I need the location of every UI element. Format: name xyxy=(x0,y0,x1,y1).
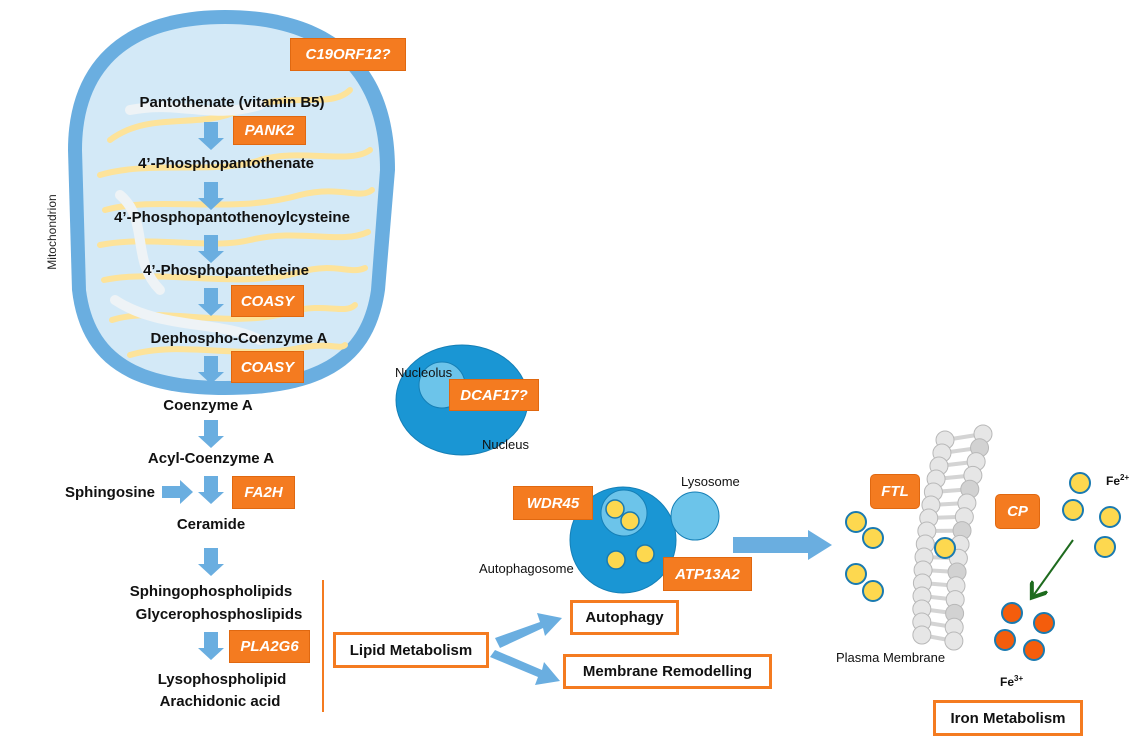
fe2-ion xyxy=(845,563,867,585)
gene-coasy-2: COASY xyxy=(231,351,304,383)
down-arrow xyxy=(198,122,224,150)
down-arrow xyxy=(198,182,224,210)
down-arrow xyxy=(198,356,224,384)
gene-wdr45: WDR45 xyxy=(513,486,593,520)
mitochondrion xyxy=(68,10,395,395)
gene-pla2g6: PLA2G6 xyxy=(229,630,310,663)
fe2-ion xyxy=(1094,536,1116,558)
fe3-ions xyxy=(994,602,1055,661)
gene-dcaf17: DCAF17? xyxy=(449,379,539,411)
lipid-to-membrane-arrow xyxy=(490,650,560,685)
lysosome-label: Lysosome xyxy=(681,474,740,489)
autophagosome-label: Autophagosome xyxy=(479,561,574,576)
fe3-ion xyxy=(1033,612,1055,634)
down-arrow xyxy=(198,476,224,504)
metabolite-phosphopantothenoylcysteine: 4’-Phosphopantothenoylcysteine xyxy=(114,209,350,226)
down-arrow xyxy=(198,288,224,316)
fe3-ion xyxy=(1023,639,1045,661)
metabolite-arachidonic-acid: Arachidonic acid xyxy=(159,693,281,710)
metabolite-phosphopantothenate: 4’-Phosphopantothenate xyxy=(138,155,314,172)
oxidation-arrow xyxy=(1033,539,1074,596)
metabolite-ceramide: Ceramide xyxy=(176,516,246,533)
fe3-label: Fe3+ xyxy=(1000,674,1024,689)
metabolite-coenzyme-a: Coenzyme A xyxy=(163,397,253,414)
metabolite-dephospho-coa: Dephospho-Coenzyme A xyxy=(150,330,328,347)
gene-fa2h: FA2H xyxy=(232,476,295,509)
gene-atp13a2: ATP13A2 xyxy=(663,557,752,591)
fe3-ion xyxy=(1001,602,1023,624)
autophagy-to-iron-arrow xyxy=(733,530,832,560)
autophagosome xyxy=(569,486,677,594)
lysosome xyxy=(670,491,720,541)
metabolite-glycerophospholipids: Glycerophosphoslipids xyxy=(135,606,303,623)
plasma-membrane-label: Plasma Membrane xyxy=(836,650,946,665)
gene-coasy-1: COASY xyxy=(231,285,304,317)
nucleolus-label: Nucleolus xyxy=(395,365,453,380)
fe2-ion xyxy=(1099,506,1121,528)
mitochondrion-matrix-swirls xyxy=(110,100,265,345)
metabolite-sphingophospholipids: Sphingophospholipids xyxy=(129,583,293,600)
fe2-ion xyxy=(862,527,884,549)
metabolite-sphingosine: Sphingosine xyxy=(65,484,155,501)
gene-c19orf12: C19ORF12? xyxy=(290,38,406,71)
outcome-membrane-remodelling: Membrane Remodelling xyxy=(563,654,772,689)
metabolite-acyl-coa: Acyl-Coenzyme A xyxy=(147,450,275,467)
metabolite-phosphopantetheine: 4’-Phosphopantetheine xyxy=(143,262,309,279)
fe2-ion xyxy=(1069,472,1091,494)
down-arrow xyxy=(198,548,224,576)
down-arrow xyxy=(198,235,224,263)
gene-pank2: PANK2 xyxy=(233,116,306,145)
outcome-iron-metabolism: Iron Metabolism xyxy=(933,700,1083,736)
mitochondrion-label: Mitochondrion xyxy=(45,194,59,270)
lipid-head xyxy=(912,625,932,645)
fe2-ion xyxy=(1062,499,1084,521)
lipid-head xyxy=(944,631,964,651)
outcome-autophagy: Autophagy xyxy=(570,600,679,635)
metabolite-lysophospholipid: Lysophospholipid xyxy=(157,671,287,688)
gene-ftl: FTL xyxy=(870,474,920,509)
metabolite-pantothenate: Pantothenate (vitamin B5) xyxy=(139,94,325,111)
lipid-to-autophagy-arrow xyxy=(495,613,562,648)
fe3-ion xyxy=(994,629,1016,651)
fe2-ion xyxy=(845,511,867,533)
fe2-ion xyxy=(862,580,884,602)
fe2-ions xyxy=(845,472,1121,602)
gene-cp: CP xyxy=(995,494,1040,529)
down-arrow xyxy=(198,632,224,660)
outcome-lipid-metabolism: Lipid Metabolism xyxy=(333,632,489,668)
fe2-ion xyxy=(934,537,956,559)
pathway-arrows xyxy=(198,122,224,660)
down-arrow xyxy=(198,420,224,448)
nucleus-label: Nucleus xyxy=(482,437,529,452)
fe2-label: Fe2+ xyxy=(1106,473,1130,488)
plasma-membrane-bilayer xyxy=(912,424,993,651)
sphingosine-arrow xyxy=(162,480,193,504)
